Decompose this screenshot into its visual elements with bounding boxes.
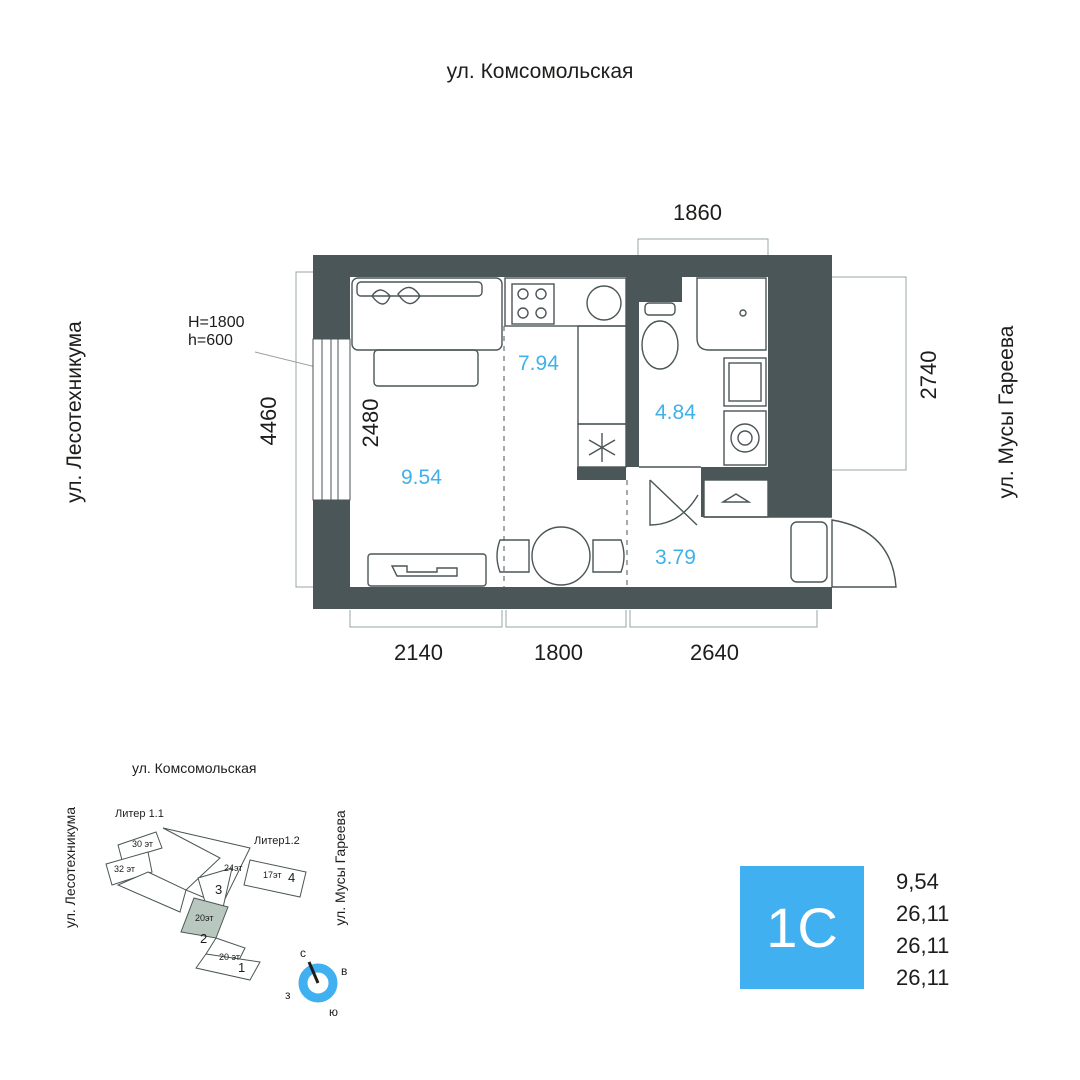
site-liter-1-2: Литер1.2 — [254, 835, 300, 847]
site-building-1: 1 — [238, 960, 246, 975]
area-hall: 3.79 — [655, 546, 696, 569]
area-value-total-3: 26,11 — [896, 965, 950, 990]
dim-top-balcony: 1860 — [673, 200, 722, 225]
site-street-right: ул. Мусы Гареева — [332, 810, 348, 926]
snowflake-icon — [588, 433, 616, 462]
walls — [313, 255, 832, 609]
zone-dividers — [503, 326, 628, 587]
site-building-2: 2 — [200, 931, 208, 946]
dim-left-inner: 2480 — [358, 398, 383, 448]
site-floors-24: 24эт — [224, 863, 243, 873]
site-floors-32: 32 эт — [114, 864, 136, 874]
furniture — [351, 277, 897, 588]
site-floors-30: 30 эт — [132, 839, 154, 849]
compass-west: з — [285, 988, 291, 1002]
window-height: H=1800 — [188, 314, 245, 331]
site-building-3: 3 — [215, 882, 223, 897]
compass-north: с — [300, 946, 306, 960]
dim-bottom-1: 2140 — [394, 640, 443, 665]
compass-south: ю — [329, 1005, 338, 1019]
area-kitchen: 7.94 — [518, 352, 559, 375]
site-street-top: ул. Комсомольская — [132, 760, 257, 776]
dim-bottom-2: 1800 — [534, 640, 583, 665]
site-floors-20b: 20 эт — [219, 952, 241, 962]
site-street-left: ул. Лесотехникума — [62, 806, 78, 928]
site-liter-1-1: Литер 1.1 — [115, 808, 164, 820]
area-value-total-2: 26,11 — [896, 933, 950, 958]
apartment-type-badge: 1С — [740, 866, 864, 989]
site-building-4: 4 — [288, 870, 296, 885]
area-bathroom: 4.84 — [655, 401, 696, 424]
dim-left-total: 4460 — [256, 396, 281, 446]
site-plan — [105, 827, 307, 981]
window-note: H=1800 h=600 — [188, 314, 245, 350]
dim-bottom-3: 2640 — [690, 640, 739, 665]
area-value-total-1: 26,11 — [896, 901, 950, 926]
site-floors-20a: 20эт — [195, 913, 214, 923]
street-top-label: ул. Комсомольская — [446, 60, 634, 83]
site-floors-17: 17эт — [263, 870, 282, 880]
areas-list: 9,54 26,11 26,11 26,11 — [896, 866, 949, 994]
area-living: 9.54 — [401, 466, 442, 489]
compass-icon — [298, 961, 338, 1003]
window — [312, 338, 351, 501]
compass-east: в — [341, 964, 348, 978]
window-sill: h=600 — [188, 332, 233, 349]
dim-right-balcony: 2740 — [916, 350, 941, 400]
area-value-living: 9,54 — [896, 869, 939, 894]
